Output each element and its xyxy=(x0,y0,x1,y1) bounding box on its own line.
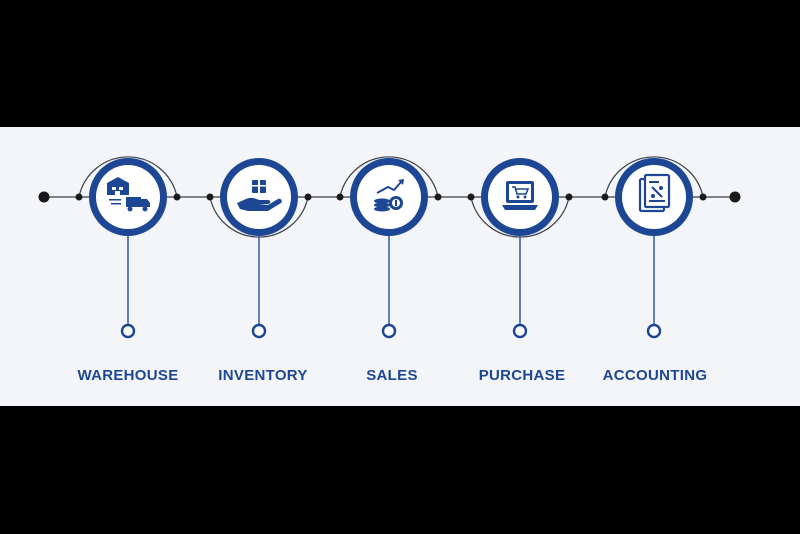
step-sales-arc xyxy=(339,156,439,198)
timeline-start-dot xyxy=(38,191,50,203)
step-purchase-right-dot xyxy=(565,193,573,201)
step-inventory xyxy=(206,158,312,339)
step-accounting-pin xyxy=(646,323,662,339)
diagram-panel: WAREHOUSE INVENTORY SALES PURCHASE ACCOU… xyxy=(0,127,800,406)
step-warehouse-arc xyxy=(78,156,178,198)
step-inventory-badge-inner xyxy=(227,165,291,229)
step-purchase-pin xyxy=(512,323,528,339)
step-accounting-left-dot xyxy=(601,193,609,201)
step-accounting-arc xyxy=(604,156,704,198)
timeline-end-dot xyxy=(729,191,741,203)
step-warehouse xyxy=(75,156,181,339)
step-sales-right-dot xyxy=(434,193,442,201)
step-warehouse-label: WAREHOUSE xyxy=(77,367,179,384)
ledger-document-icon xyxy=(638,173,671,213)
step-inventory-pin xyxy=(251,323,267,339)
step-sales-badge-inner xyxy=(357,165,421,229)
laptop-cart-icon xyxy=(502,181,538,210)
step-inventory-label: INVENTORY xyxy=(218,367,308,384)
step-sales xyxy=(336,156,442,339)
warehouse-truck-icon xyxy=(107,177,150,212)
step-sales-label: SALES xyxy=(366,367,418,384)
coins-growth-icon xyxy=(374,179,404,212)
step-sales-left-dot xyxy=(336,193,344,201)
step-sales-pin xyxy=(381,323,397,339)
step-warehouse-right-dot xyxy=(173,193,181,201)
step-purchase xyxy=(467,158,573,339)
step-warehouse-pin xyxy=(120,323,136,339)
step-accounting-right-dot xyxy=(699,193,707,201)
step-inventory-left-dot xyxy=(206,193,214,201)
timeline-diagram xyxy=(38,156,741,339)
hand-box-icon xyxy=(237,180,282,211)
step-purchase-label: PURCHASE xyxy=(478,367,566,384)
step-accounting xyxy=(601,156,707,339)
step-warehouse-left-dot xyxy=(75,193,83,201)
step-inventory-right-dot xyxy=(304,193,312,201)
step-accounting-label: ACCOUNTING xyxy=(602,367,708,384)
step-purchase-left-dot xyxy=(467,193,475,201)
